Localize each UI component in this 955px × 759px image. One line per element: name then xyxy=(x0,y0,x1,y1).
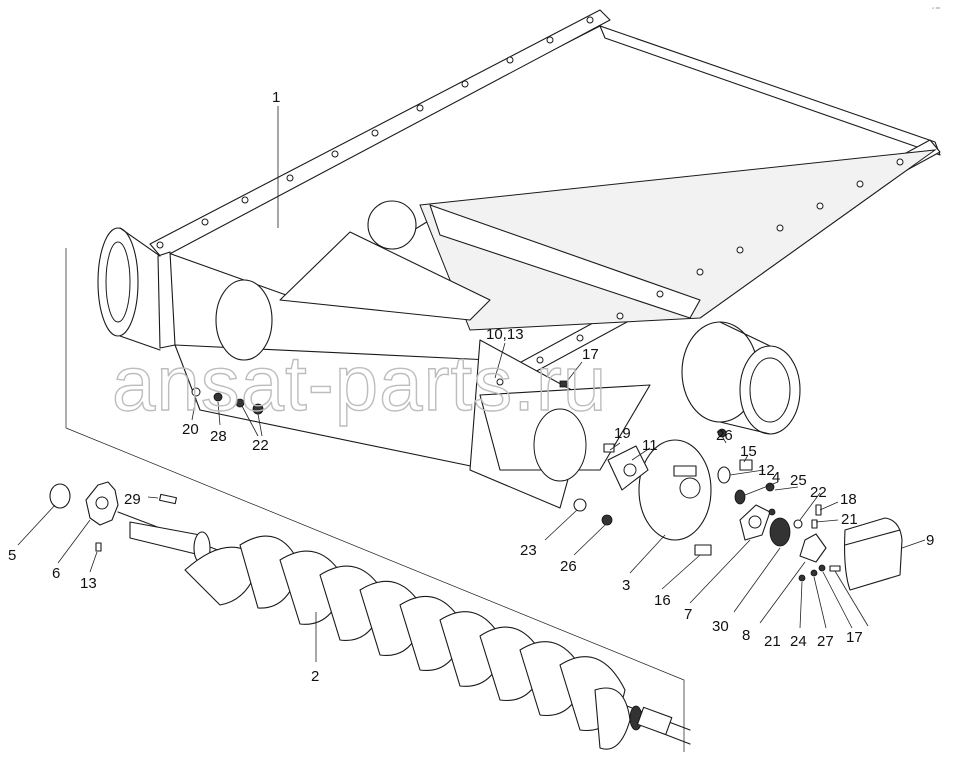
key-29 xyxy=(159,493,177,505)
pin-18 xyxy=(815,504,822,516)
ring-5 xyxy=(49,483,71,509)
auger-screw xyxy=(117,511,691,750)
callout-22-left: 22 xyxy=(252,437,269,454)
callout-1: 1 xyxy=(272,89,280,106)
auger-housing xyxy=(97,9,941,509)
callout-6: 6 xyxy=(52,565,60,582)
callout-5: 5 xyxy=(8,547,16,564)
sprocket-group xyxy=(49,481,177,552)
callout-22-right: 22 xyxy=(810,484,827,501)
key-13 xyxy=(95,542,102,552)
cover-9 xyxy=(844,517,903,591)
washer-24 xyxy=(810,569,818,577)
screw-17 xyxy=(829,565,841,572)
callout-10-13: 10,13 xyxy=(486,326,524,343)
nut-23 xyxy=(573,498,587,512)
callout-20: 20 xyxy=(182,421,199,438)
washer-26 xyxy=(601,514,613,526)
corner-mark: ▫ ═ xyxy=(932,6,941,12)
callout-11: 11 xyxy=(642,437,658,454)
bearing-plate-assembly xyxy=(559,380,903,591)
washer-26b xyxy=(717,428,727,438)
star-wheel-8 xyxy=(799,533,827,563)
callout-17-top: 17 xyxy=(582,346,599,363)
callout-19: 19 xyxy=(614,425,631,442)
bolt-19 xyxy=(603,443,615,453)
callout-25: 25 xyxy=(790,472,807,489)
callout-17-bottom: 17 xyxy=(846,629,863,646)
callout-labels: 1 2 3 4 5 6 7 8 9 10,13 11 12 13 15 16 1… xyxy=(8,89,934,685)
callout-3: 3 xyxy=(622,577,630,594)
callout-15: 15 xyxy=(740,443,757,460)
bolt-15 xyxy=(739,459,753,471)
callout-26-bottom: 26 xyxy=(560,558,577,575)
washer-4 xyxy=(734,489,746,505)
callout-7: 7 xyxy=(684,606,692,623)
callout-9: 9 xyxy=(926,532,934,549)
callout-24: 24 xyxy=(790,633,807,650)
flange-holes xyxy=(156,16,904,386)
bolt-16 xyxy=(694,544,712,556)
washer-27 xyxy=(818,564,826,572)
callout-2: 2 xyxy=(311,668,319,685)
bolt-group-left xyxy=(191,387,264,415)
nut-21b xyxy=(798,574,806,582)
callout-21-bottom: 21 xyxy=(764,633,781,650)
callout-29: 29 xyxy=(124,491,141,508)
callout-21-right: 21 xyxy=(841,511,858,528)
bushing-12 xyxy=(717,466,731,484)
callout-13: 13 xyxy=(80,575,97,592)
flights xyxy=(184,535,631,750)
callout-30: 30 xyxy=(712,618,729,635)
callout-18: 18 xyxy=(840,491,857,508)
callout-12: 12 xyxy=(758,462,775,479)
callout-8: 8 xyxy=(742,627,750,644)
callout-28: 28 xyxy=(210,428,227,445)
exploded-region-outline xyxy=(65,248,685,752)
callout-4: 4 xyxy=(772,469,780,486)
leader-lines xyxy=(17,106,926,662)
plate-3 xyxy=(638,439,712,541)
item-22 xyxy=(793,519,803,529)
bearing-30 xyxy=(769,517,791,547)
pin-21a xyxy=(811,519,818,529)
callout-16: 16 xyxy=(654,592,671,609)
item-17a xyxy=(559,380,569,388)
callout-27: 27 xyxy=(817,633,834,650)
callout-23: 23 xyxy=(520,542,537,559)
callout-26-top: 26 xyxy=(716,427,733,444)
watermark: ansat-parts.ru xyxy=(112,339,607,427)
